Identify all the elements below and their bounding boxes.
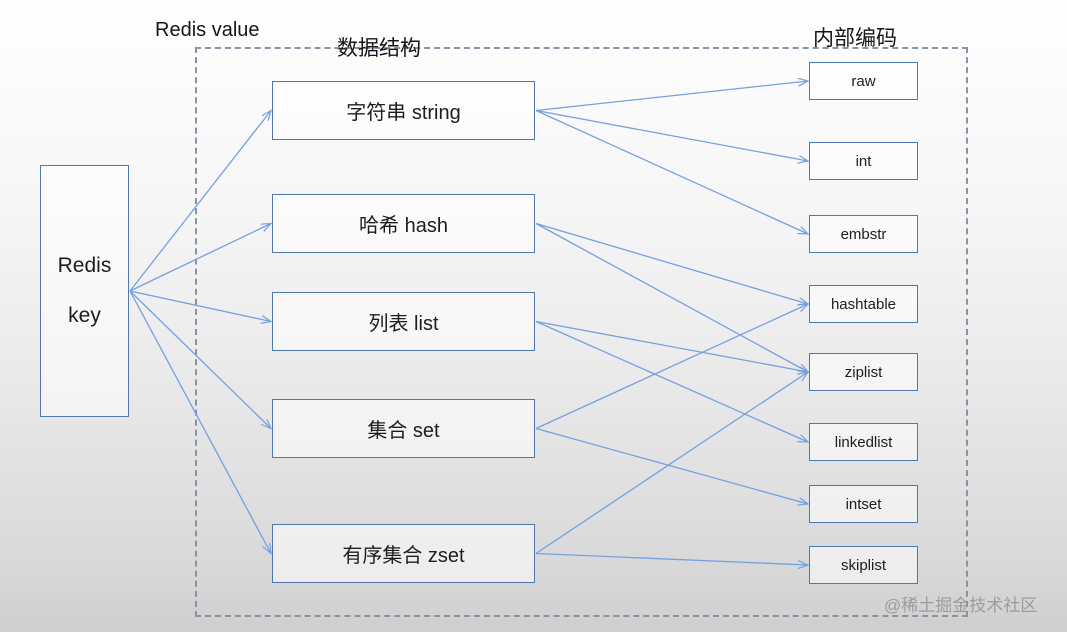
- data-structure-label: 数据结构: [337, 37, 421, 60]
- node-redis-key: Redis key: [40, 165, 129, 417]
- node-hashtable: hashtable: [809, 285, 918, 323]
- node-skiplist: skiplist: [809, 546, 918, 584]
- redis-key-line1: Redis: [57, 254, 112, 277]
- node-int: int: [809, 142, 918, 180]
- redis-value-label: Redis value: [155, 19, 260, 41]
- node-list: 列表 list: [272, 292, 535, 351]
- redis-key-line2: key: [68, 304, 101, 327]
- node-zset: 有序集合 zset: [272, 524, 535, 583]
- node-hash: 哈希 hash: [272, 194, 535, 253]
- node-ziplist: ziplist: [809, 353, 918, 391]
- node-string: 字符串 string: [272, 81, 535, 140]
- node-linkedlist: linkedlist: [809, 423, 918, 461]
- node-intset: intset: [809, 485, 918, 523]
- watermark: @稀土掘金技术社区: [884, 596, 1038, 615]
- node-raw: raw: [809, 62, 918, 100]
- node-set: 集合 set: [272, 399, 535, 458]
- node-embstr: embstr: [809, 215, 918, 253]
- internal-encoding-label: 内部编码: [813, 27, 897, 50]
